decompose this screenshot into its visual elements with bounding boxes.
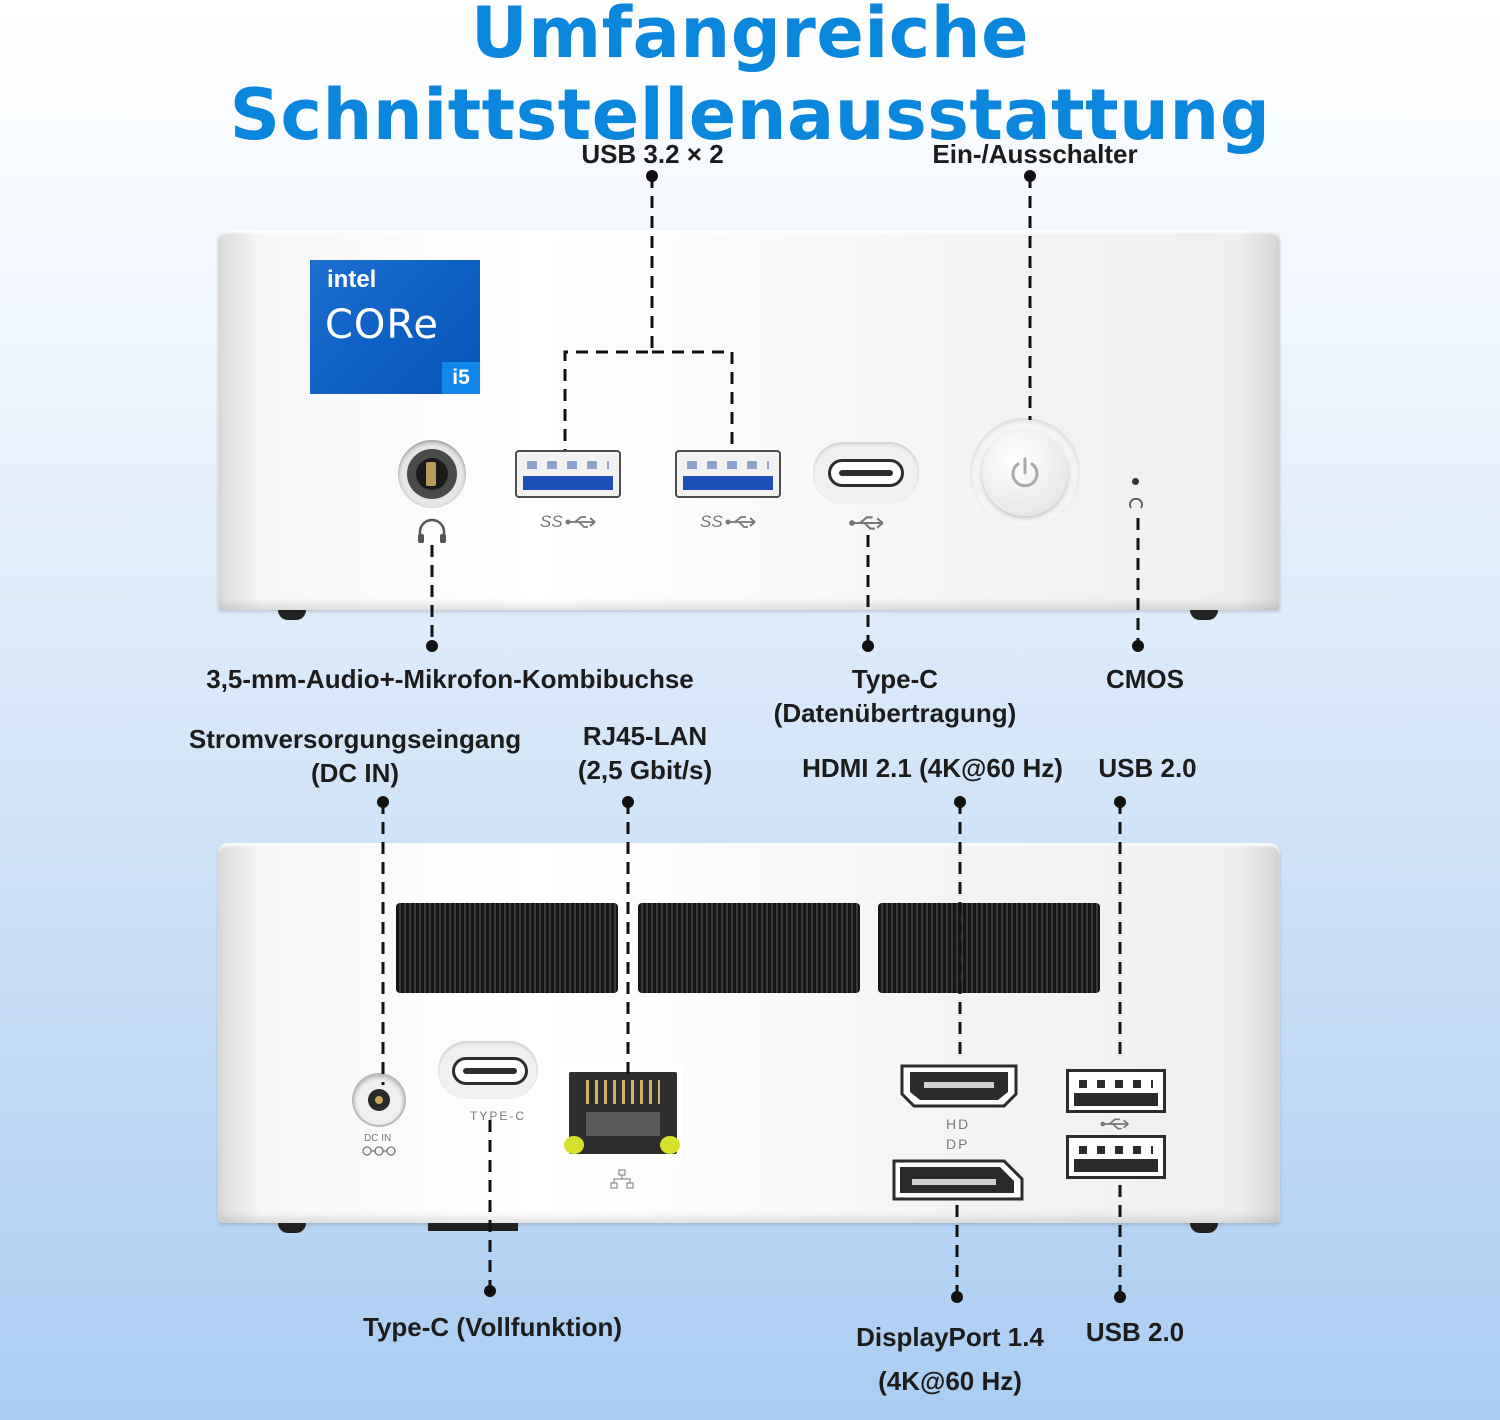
label-cmos: CMOS: [1106, 664, 1184, 694]
network-icon: [610, 1169, 634, 1189]
usb20-port-top: [1066, 1069, 1166, 1113]
label-rj45-line2: (2,5 Gbit/s): [577, 755, 713, 785]
dp-dot: [951, 1291, 963, 1303]
page-title: Umfangreiche Schnittstellenausstattung: [229, 0, 1271, 156]
label-typec-data-line1: Type-C: [851, 664, 939, 694]
typec-full-port: [452, 1057, 528, 1085]
rear-foot-right: [1190, 1223, 1218, 1233]
intel-family: CORe: [325, 302, 440, 348]
dc-polarity-icon: [362, 1146, 396, 1156]
dcin-dot: [377, 796, 389, 808]
vent-center: [638, 903, 860, 993]
front-foot-right: [1190, 610, 1218, 620]
label-dc-in-line1: Stromversorgungseingang: [188, 724, 522, 754]
label-typec-full: Type-C (Vollfunktion): [363, 1312, 622, 1342]
label-typec-data: Type-C (Datenübertragung): [755, 662, 1035, 730]
hd-text: HD: [946, 1116, 971, 1132]
usb32-dot: [646, 170, 658, 182]
usb-icon: [565, 516, 596, 528]
vent-right: [878, 903, 1100, 993]
label-dc-in-line2: (DC IN): [310, 758, 400, 788]
label-usb32: USB 3.2 × 2: [581, 139, 724, 169]
rj45-port: [564, 1066, 682, 1161]
cmos-hole: [1132, 478, 1139, 485]
usb-icon: [849, 516, 884, 530]
rear-bottom-tab: [428, 1223, 518, 1231]
cmos-dot: [1132, 640, 1144, 652]
audio-dot: [426, 640, 438, 652]
typec-data-dot: [862, 640, 874, 652]
reset-icon: [1129, 498, 1143, 509]
label-dc-in: Stromversorgungseingang (DC IN): [165, 722, 545, 790]
label-displayport-line1: DisplayPort 1.4: [856, 1322, 1044, 1352]
usb32-mark-2: SS: [700, 512, 759, 532]
typec-rear-text: TYPE-C: [470, 1109, 527, 1123]
power-icon: [1011, 457, 1039, 488]
rear-foot-left: [278, 1223, 306, 1233]
rear-panel: DC IN TYPE-C HD DP: [218, 843, 1280, 1223]
dc-in-text: DC IN: [364, 1133, 392, 1144]
power-button[interactable]: [970, 418, 1080, 528]
usb-icon: [725, 516, 756, 528]
hdmi-port: [900, 1064, 1018, 1108]
hdmi-dot: [954, 796, 966, 808]
ss-text-2: SS: [700, 512, 723, 531]
headphone-icon: [418, 518, 446, 543]
label-rj45-line1: RJ45-LAN: [582, 721, 708, 751]
rj45-led-right: [660, 1136, 680, 1154]
usb32-mark-1: SS: [540, 512, 599, 532]
dp-text: DP: [946, 1136, 970, 1152]
power-dot: [1024, 170, 1036, 182]
dc-in-port: [354, 1075, 404, 1125]
usb20-top-dot: [1114, 796, 1126, 808]
intel-brand: intel: [327, 266, 377, 293]
label-rj45: RJ45-LAN (2,5 Gbit/s): [555, 719, 735, 787]
label-typec-data-line2: (Datenübertragung): [773, 698, 1017, 728]
typec-data-port: [828, 459, 904, 487]
front-foot-left: [278, 610, 306, 620]
front-panel: intel CORe i5 SS SS: [218, 230, 1280, 610]
typec-full-dot: [484, 1285, 496, 1297]
intel-core-badge: intel CORe i5: [310, 260, 480, 394]
label-usb20-top: USB 2.0: [1098, 753, 1197, 783]
ss-text-1: SS: [540, 512, 563, 531]
usb20-bottom-dot: [1114, 1291, 1126, 1303]
label-hdmi: HDMI 2.1 (4K@60 Hz): [802, 753, 1063, 783]
intel-tier: i5: [442, 362, 480, 394]
usb32-port-2: [675, 450, 781, 498]
label-audio-jack: 3,5-mm-Audio+-Mikrofon-Kombibuchse: [206, 664, 694, 694]
audio-jack: [398, 440, 466, 508]
vent-left: [396, 903, 618, 993]
label-displayport: DisplayPort 1.4 (4K@60 Hz): [835, 1315, 1065, 1403]
usb20-port-bottom: [1066, 1135, 1166, 1179]
label-usb20-bottom: USB 2.0: [1085, 1317, 1185, 1347]
rj45-dot: [622, 796, 634, 808]
label-power-switch: Ein-/Ausschalter: [932, 139, 1138, 169]
usb32-port-1: [515, 450, 621, 498]
label-displayport-line2: (4K@60 Hz): [878, 1366, 1022, 1396]
displayport-port: [892, 1159, 1024, 1201]
rj45-led-left: [564, 1136, 584, 1154]
usb-icon: [1100, 1118, 1129, 1130]
